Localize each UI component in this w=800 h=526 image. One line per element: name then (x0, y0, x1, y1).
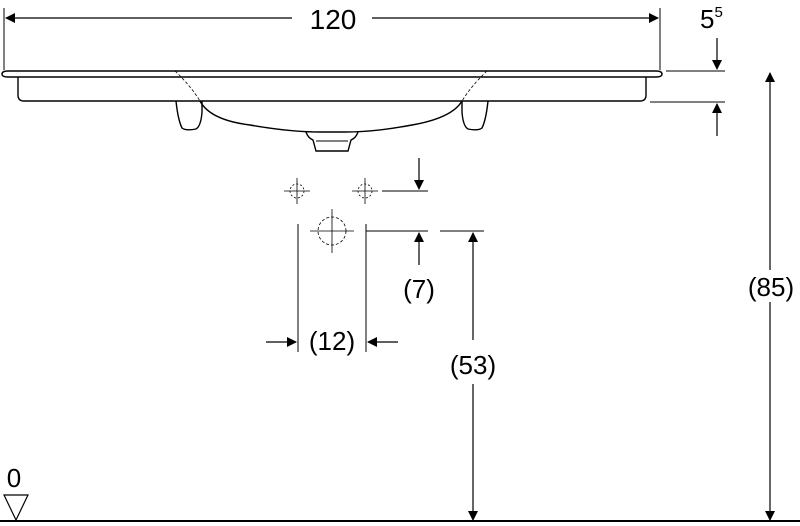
floor-label: 0 (7, 463, 21, 493)
tap-spacing-dimension (266, 224, 398, 352)
tap-hole-right (352, 178, 378, 204)
width-label: 120 (310, 4, 357, 35)
tap-offset-label: (7) (403, 274, 435, 304)
tap-spacing-label: (12) (309, 326, 355, 356)
basin-outline (1, 70, 663, 152)
width-dimension: 120 (3, 4, 661, 70)
rim-thickness-dimension (650, 38, 725, 136)
supply-height-label: (53) (450, 350, 496, 380)
rim-thickness-label: 55 (700, 4, 723, 34)
tap-hole-left (284, 178, 310, 204)
supply-height-dimension (440, 230, 484, 521)
total-height-label: (85) (748, 272, 794, 302)
floor-reference-icon (3, 494, 29, 522)
tap-offset-dimension (366, 158, 428, 265)
supply-connection (310, 209, 354, 253)
